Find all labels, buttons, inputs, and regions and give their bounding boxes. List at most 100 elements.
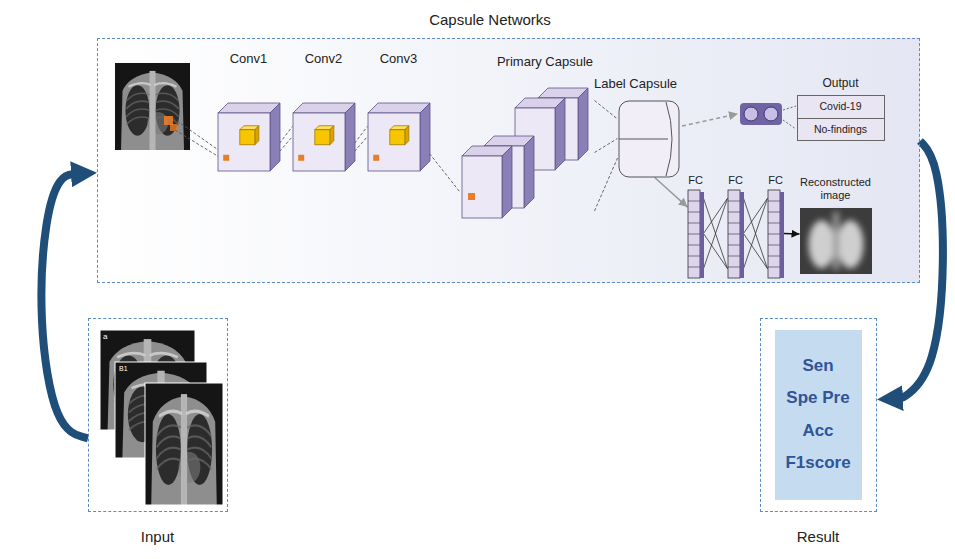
node-label: Output (822, 77, 858, 91)
node-label: Result (797, 528, 840, 545)
node-label: Capsule Networks (429, 11, 551, 28)
node-label: FC (688, 174, 703, 187)
connector (41, 174, 88, 438)
feature-point (373, 154, 379, 160)
fc-unit (728, 244, 740, 245)
connector (595, 101, 618, 212)
image-frame (145, 383, 223, 505)
fc-unit (768, 200, 780, 201)
layer-side (404, 125, 408, 144)
node-label: Primary Capsule (497, 55, 593, 70)
fc-unit (768, 255, 780, 256)
connector-line (704, 234, 728, 269)
capsule-body (619, 101, 679, 177)
node-label: FC (728, 174, 743, 187)
connector-line (595, 139, 618, 153)
output-class-row: Covid-19 (798, 96, 884, 118)
fc-bar (768, 190, 780, 278)
result-panel: Sen Spe Pre Acc F1scoreResult (760, 318, 877, 512)
connector-line (655, 178, 688, 208)
output-vector (740, 103, 782, 125)
node-label: Conv1 (230, 52, 268, 67)
fc-shadow (780, 192, 784, 278)
fc-bar (688, 190, 700, 278)
connector-line (704, 198, 728, 268)
connector (655, 178, 688, 208)
connector-line (784, 233, 800, 235)
vector-unit (744, 107, 758, 121)
layer-side (555, 98, 565, 170)
connector-line (355, 137, 368, 152)
fc-unit (728, 211, 740, 212)
layer-front (293, 113, 345, 171)
layer-side (329, 125, 333, 144)
class-link (783, 120, 796, 129)
blurred-lungs (808, 212, 863, 270)
spine (833, 212, 839, 270)
fc-unit (688, 200, 700, 201)
fc-layer: FC (688, 190, 704, 278)
fc-unit (728, 200, 740, 201)
layer-top (293, 103, 355, 113)
vector-arrow (682, 114, 737, 126)
reconstructed-image: Reconstructed image (800, 208, 872, 274)
image-tag: a (103, 332, 107, 341)
class-link (783, 106, 796, 110)
shape-outline (218, 103, 280, 171)
fc-unit (768, 266, 780, 267)
projection-line (175, 130, 224, 160)
fc-unit (728, 233, 740, 234)
fc-unit (688, 233, 700, 234)
layer-front (389, 129, 404, 144)
fc-unit (688, 255, 700, 256)
conv-layer-cube: Conv2 (293, 103, 355, 171)
lung (808, 220, 834, 268)
layer-side (345, 103, 355, 171)
node-label: FC (768, 174, 783, 187)
shape-outline (768, 190, 784, 278)
feature-point (468, 193, 475, 200)
fc-shadow (700, 192, 704, 278)
layer-side (420, 103, 430, 171)
connector-line (355, 126, 368, 143)
fc-layer: FC (768, 190, 784, 278)
layer-front (462, 156, 502, 218)
layer-top (368, 103, 430, 113)
connector-line (280, 137, 293, 152)
metrics-box: Sen Spe Pre Acc F1score (775, 330, 862, 500)
shape-outline (728, 190, 744, 278)
fc-unit (768, 222, 780, 223)
output-group: Covid-19No-findingsOutput (797, 95, 885, 141)
layer-side (524, 136, 534, 208)
layer-front (218, 113, 270, 171)
layer-side (502, 146, 512, 218)
conv-layer-cube: Conv1 (218, 103, 280, 171)
node-label: No-findings (814, 123, 867, 135)
node-label: Input (141, 528, 174, 545)
fc-unit (728, 255, 740, 256)
node-label: Label Capsule (594, 77, 677, 92)
connector-line (280, 126, 293, 143)
node-label: Covid-19 (819, 100, 861, 112)
lung (837, 220, 863, 268)
fc-unit (688, 222, 700, 223)
connector (280, 126, 293, 151)
fc-layer: FC (728, 190, 744, 278)
connector-line (744, 234, 768, 269)
fc-unit (768, 233, 780, 234)
layer-front (239, 129, 254, 144)
vector-unit (764, 107, 778, 121)
node-label: Reconstructed image (788, 176, 883, 201)
shape-outline (800, 208, 872, 274)
panel-ground (97, 38, 920, 283)
layer-front (368, 113, 420, 171)
connector (784, 233, 800, 234)
connector-line (744, 198, 768, 268)
image-ground (800, 208, 872, 274)
shape-outline (688, 190, 704, 278)
layer-front (314, 129, 329, 144)
node-label: Conv3 (380, 52, 418, 67)
receptive-field (170, 124, 177, 131)
image-tag: B1 (119, 365, 128, 372)
fc-unit (728, 222, 740, 223)
